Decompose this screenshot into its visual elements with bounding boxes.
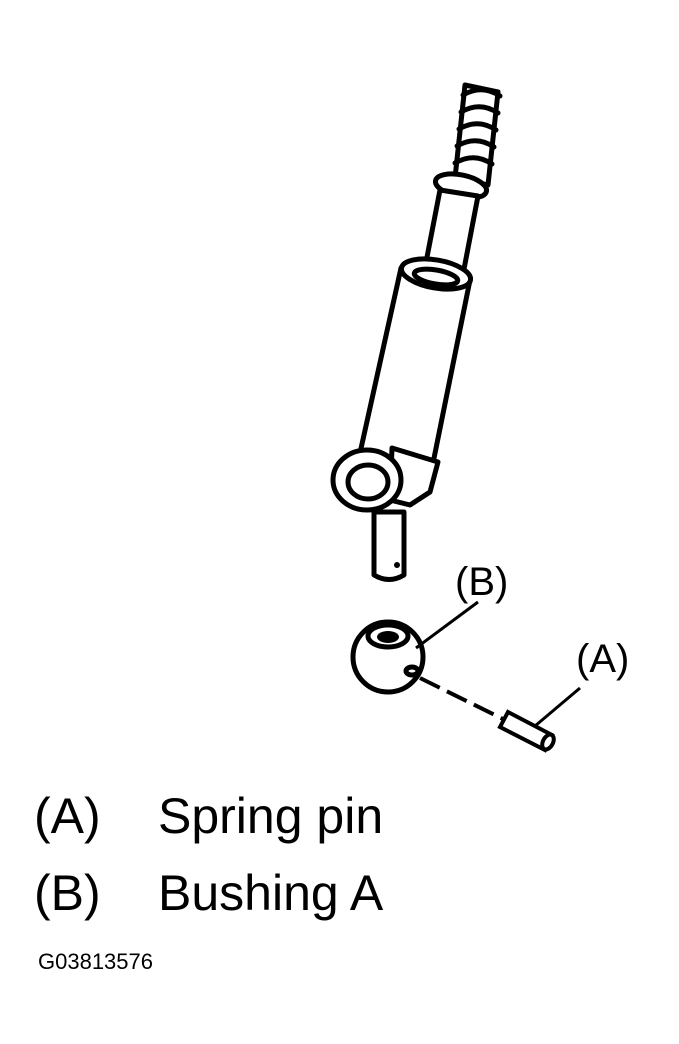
shift-rod-assembly	[330, 82, 503, 582]
leader-line-a	[534, 686, 581, 728]
legend-text-bushing-a: Bushing A	[158, 865, 384, 921]
legend-text-spring-pin: Spring pin	[158, 788, 384, 844]
callout-label-a: (A)	[576, 637, 630, 681]
alignment-dash-line	[419, 676, 506, 722]
bushing-a-ball	[350, 619, 426, 695]
leader-line-b	[415, 600, 479, 650]
figure-id: G03813576	[38, 949, 153, 974]
spring-pin	[497, 709, 556, 753]
outer-tube	[355, 265, 473, 481]
threaded-tip	[452, 82, 503, 188]
legend-key-a: (A)	[34, 788, 101, 844]
legend-key-b: (B)	[34, 865, 101, 921]
callout-label-b: (B)	[455, 560, 509, 604]
lower-stub	[371, 509, 407, 582]
